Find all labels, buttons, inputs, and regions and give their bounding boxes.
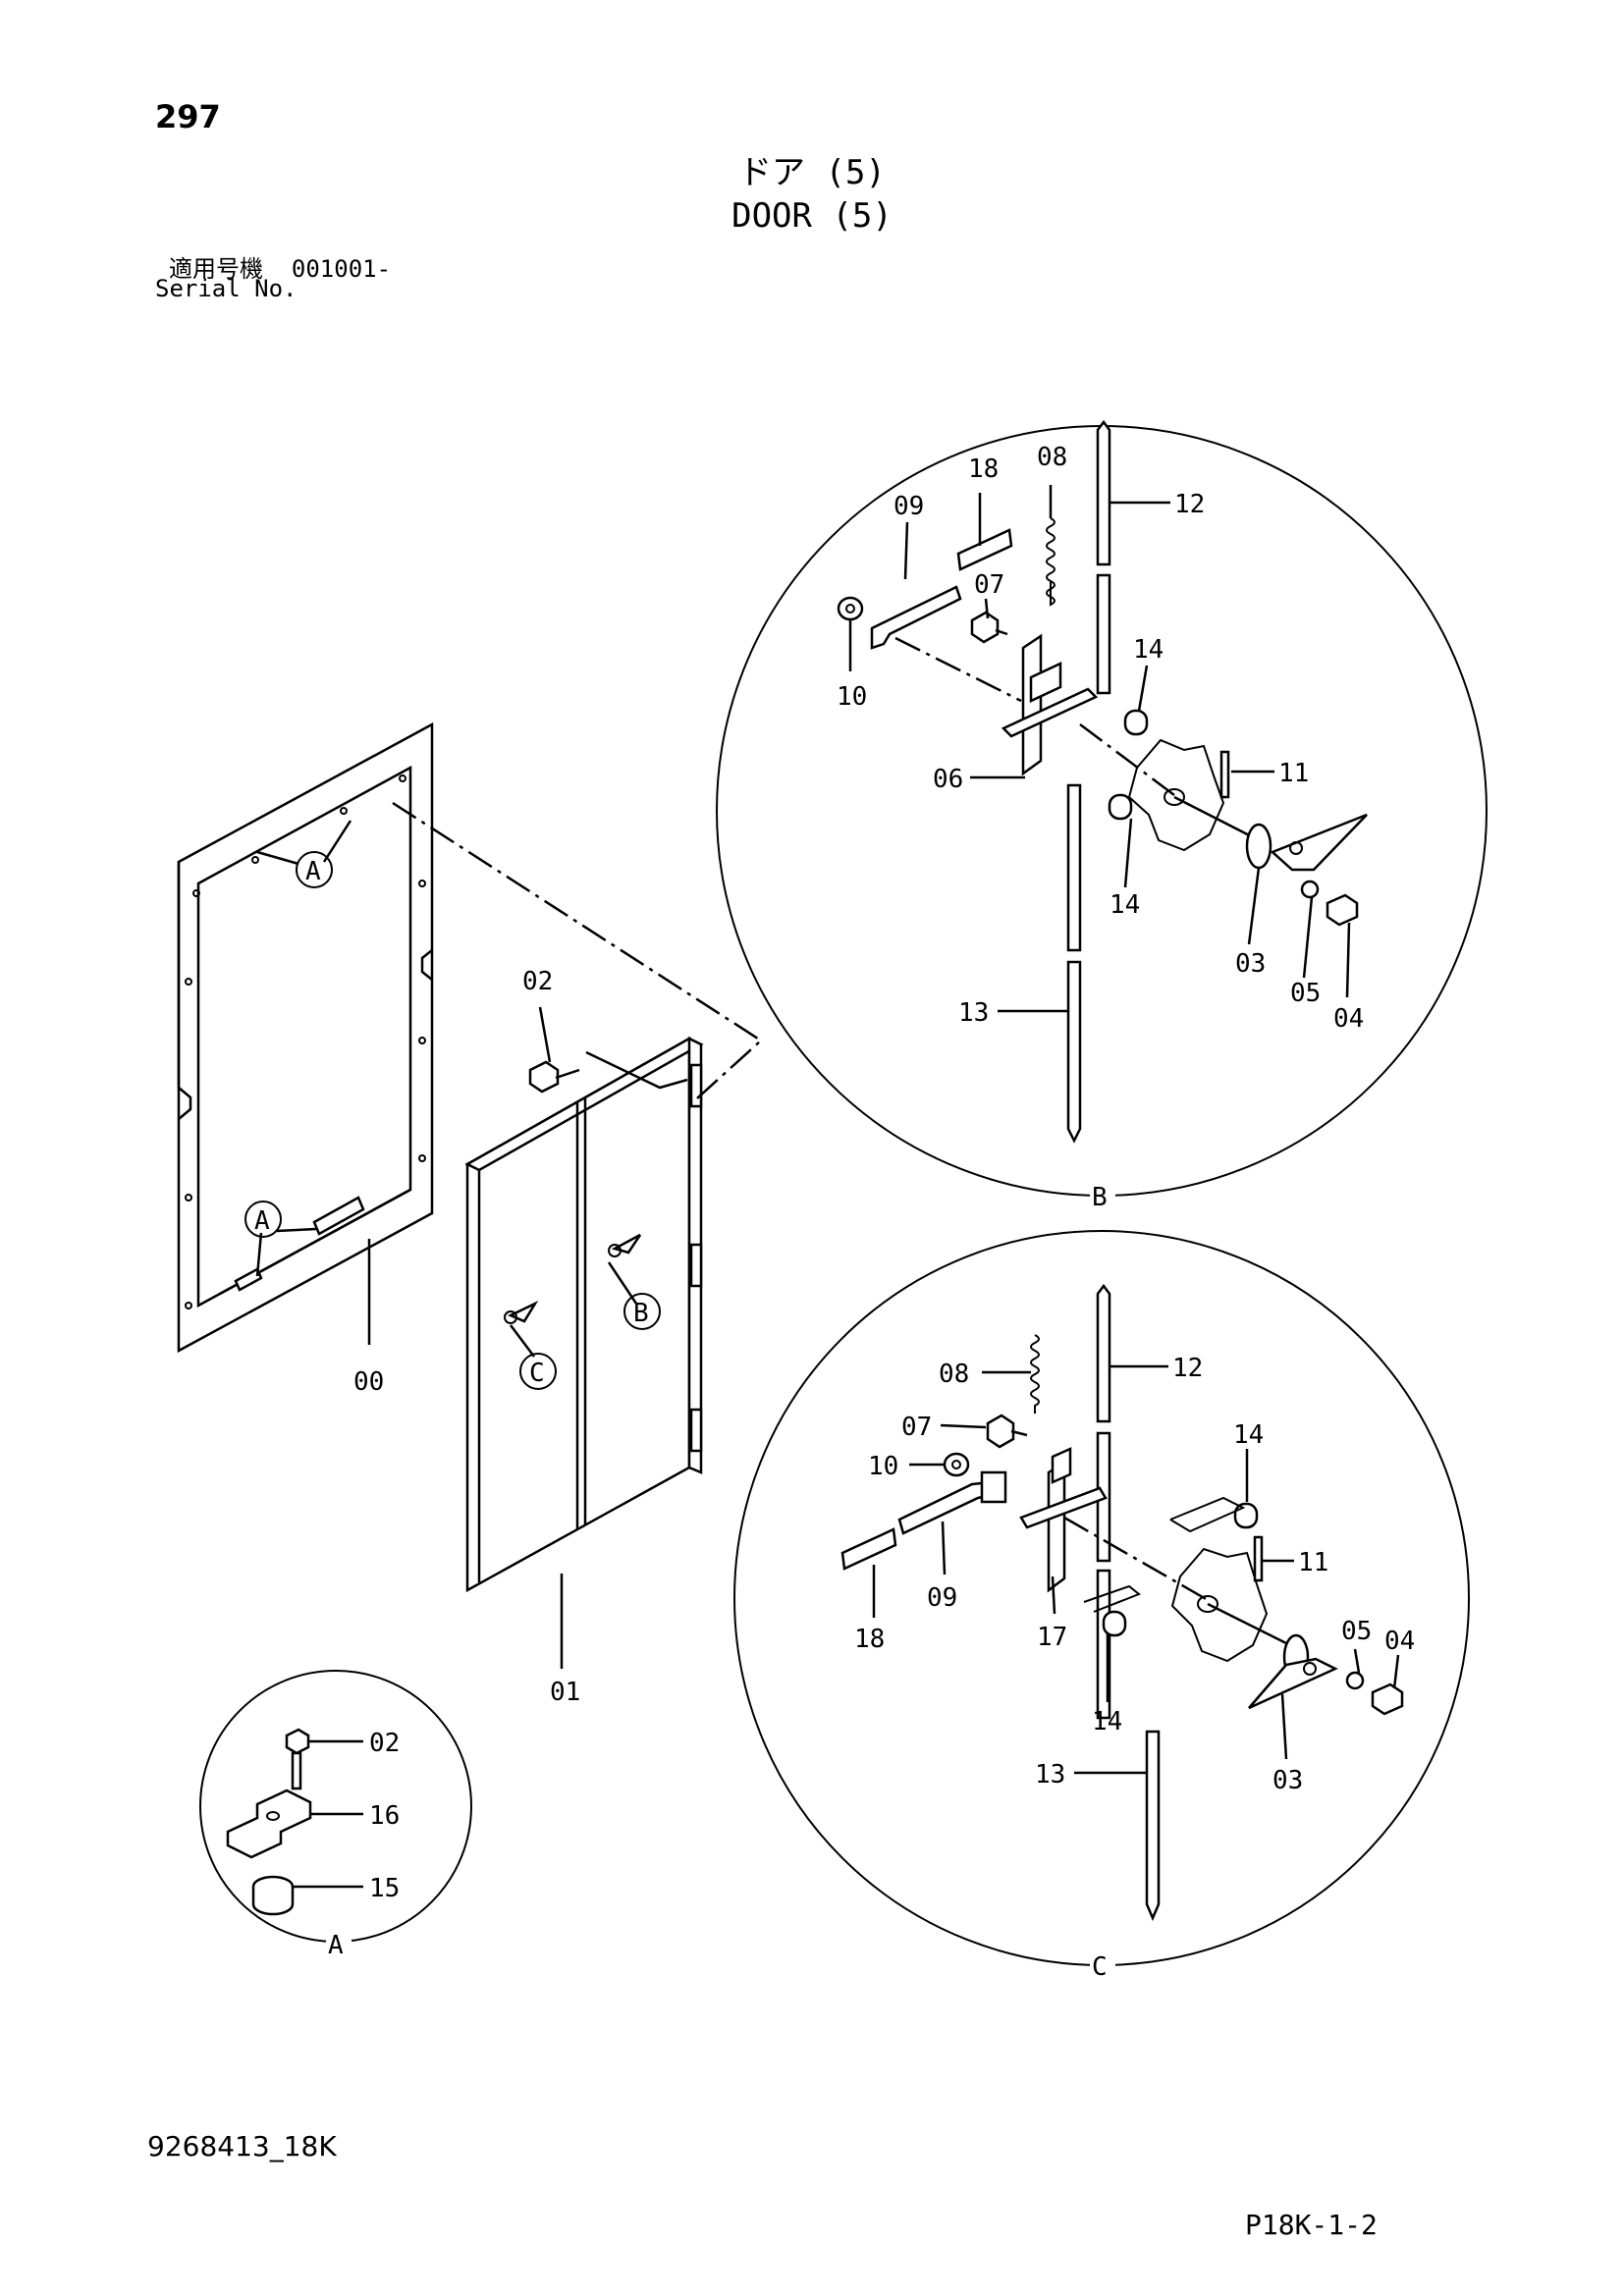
detail-b: B — [716, 419, 1488, 1212]
title-english: DOOR (5) — [731, 196, 893, 236]
label-14-b-top: 14 — [1133, 635, 1164, 665]
door-panel — [464, 1036, 704, 1593]
main-callout-leaders — [255, 820, 638, 1669]
label-05-c: 05 — [1341, 1617, 1372, 1646]
label-04-b: 04 — [1333, 1004, 1364, 1034]
drawing-number: 9268413_18K — [147, 2130, 337, 2163]
callout-a-top: A — [305, 857, 321, 886]
page-reference: P18K-1-2 — [1245, 2209, 1378, 2241]
title-japanese: ドア (5) — [738, 153, 886, 192]
label-02-main: 02 — [522, 967, 553, 996]
label-13-b: 13 — [958, 998, 989, 1028]
detail-c: C — [733, 1230, 1470, 1982]
callout-c: C — [529, 1359, 545, 1388]
bolt-02-main — [528, 1060, 580, 1094]
serial-value: 001001- — [291, 255, 392, 283]
label-14-c-top: 14 — [1233, 1420, 1264, 1450]
serial-label-japanese: 適用号機 001001- — [169, 249, 391, 284]
detail-a-circle — [199, 1670, 472, 1943]
callout-circle-b — [623, 1293, 661, 1330]
label-10-b: 10 — [837, 682, 867, 712]
callout-circle-a-bottom — [244, 1201, 282, 1238]
detail-b-leaders — [848, 485, 1351, 1013]
label-18-b: 18 — [968, 454, 999, 484]
label-08-b: 08 — [1037, 443, 1067, 472]
label-09-b: 09 — [893, 492, 924, 521]
label-04-c: 04 — [1384, 1627, 1415, 1656]
label-03-b: 03 — [1235, 949, 1266, 979]
label-12-b: 12 — [1174, 490, 1205, 519]
label-14-c-bottom: 14 — [1092, 1707, 1122, 1736]
detail-b-letter: B — [1092, 1183, 1108, 1212]
label-10-c: 10 — [868, 1452, 898, 1481]
detail-a-letter: A — [328, 1931, 344, 1960]
label-07-c: 07 — [901, 1413, 932, 1442]
label-18-c: 18 — [854, 1625, 885, 1654]
label-13-c: 13 — [1035, 1760, 1065, 1789]
label-14-b-bottom: 14 — [1110, 890, 1140, 920]
callout-b: B — [633, 1299, 649, 1328]
label-11-c: 11 — [1298, 1548, 1328, 1577]
callout-circle-a-top — [296, 851, 333, 888]
label-06-b: 06 — [933, 765, 963, 794]
label-12-c: 12 — [1172, 1354, 1203, 1383]
label-02-a: 02 — [369, 1729, 400, 1758]
label-00: 00 — [353, 1367, 384, 1397]
door-frame — [177, 721, 434, 1354]
leader-door-top — [585, 1050, 688, 1090]
page-number: 297 — [155, 98, 221, 135]
serial-label-jp-text: 適用号機 — [169, 255, 263, 283]
label-16-a: 16 — [369, 1801, 400, 1831]
label-01-main: 01 — [550, 1678, 580, 1707]
detail-a-leaders — [293, 1739, 363, 1889]
label-15-a: 15 — [369, 1874, 400, 1903]
label-11-b: 11 — [1278, 759, 1309, 788]
detail-c-leaders — [872, 1364, 1400, 1775]
leader-frame-door — [392, 801, 764, 1108]
serial-label-english: Serial No. — [155, 275, 298, 302]
callout-a-bottom: A — [254, 1206, 270, 1236]
detail-a: A — [199, 1670, 472, 1960]
label-03-c: 03 — [1272, 1766, 1303, 1795]
detail-c-letter: C — [1092, 1952, 1108, 1982]
label-07-b: 07 — [974, 570, 1004, 600]
label-09-c: 09 — [927, 1583, 957, 1613]
label-05-b: 05 — [1290, 979, 1321, 1008]
callout-circle-c — [519, 1353, 557, 1390]
label-17-c: 17 — [1037, 1623, 1067, 1652]
label-08-c: 08 — [939, 1360, 969, 1389]
